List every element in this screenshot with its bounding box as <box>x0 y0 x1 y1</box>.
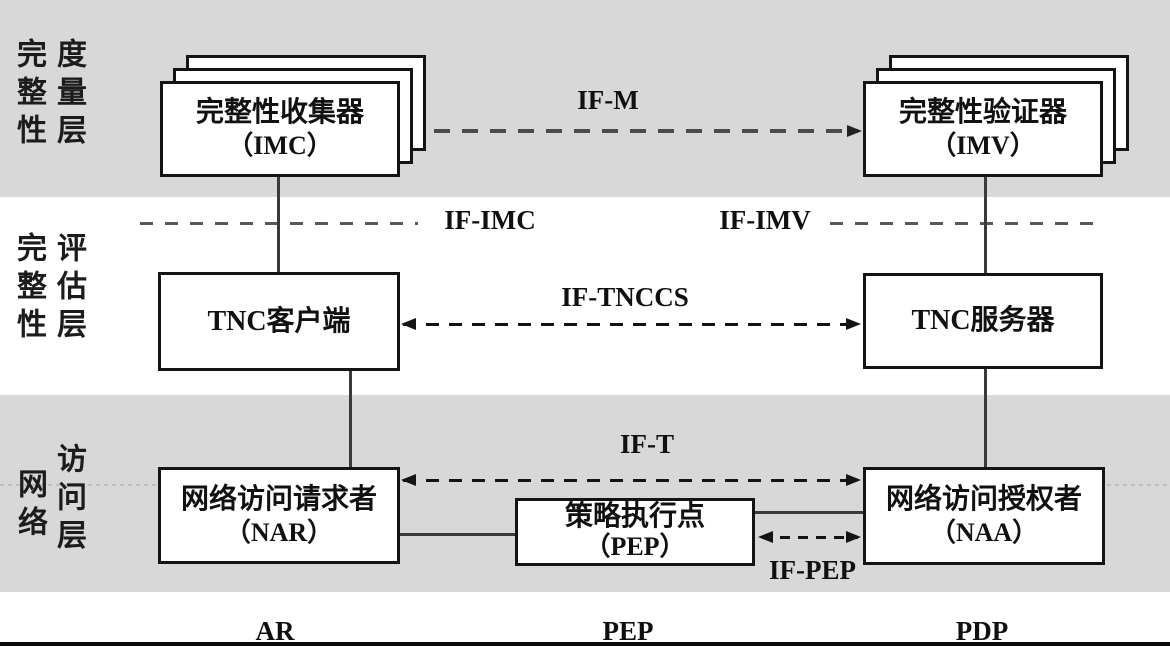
if-pep-arrowhead-right-icon <box>846 531 861 543</box>
if-t-arrowhead-left-icon <box>401 474 416 486</box>
naa-name: 网络访问授权者 <box>885 484 1082 515</box>
if-pep-arrow-line <box>762 536 858 539</box>
if-tnccs-arrowhead-right-icon <box>846 318 861 330</box>
faint-dotted-line-left <box>0 484 156 486</box>
if-imv-label: IF-IMV <box>719 205 811 235</box>
footer-pdp-label: PDP <box>955 616 1009 646</box>
if-t-arrow-line <box>403 479 859 482</box>
if-imc-label: IF-IMC <box>444 205 536 235</box>
imv-to-tnc-server-line <box>984 177 987 273</box>
layer3-label-col1: 网络 <box>13 468 46 544</box>
if-pep-label: IF-PEP <box>769 555 856 585</box>
imv-abbr: （IMV） <box>930 131 1036 160</box>
if-tnccs-arrow-line <box>403 323 859 326</box>
imv-box: 完整性验证器 （IMV） <box>863 81 1103 177</box>
if-m-label: IF-M <box>577 85 639 115</box>
tnc-client-box: TNC客户端 <box>158 272 400 371</box>
bottom-border-line <box>0 642 1170 646</box>
if-tnccs-arrowhead-left-icon <box>401 318 416 330</box>
imc-abbr: （IMC） <box>227 131 333 160</box>
footer-pep-label: PEP <box>602 616 654 646</box>
pep-to-naa-line <box>754 511 864 514</box>
tnc-client-name: TNC客户端 <box>207 305 351 337</box>
if-tnccs-label: IF-TNCCS <box>561 282 689 312</box>
footer-ar-label: AR <box>255 616 295 646</box>
layer2-label-col1: 完整性 <box>12 232 45 346</box>
if-t-arrowhead-right-icon <box>846 474 861 486</box>
if-pep-arrowhead-left-icon <box>758 531 773 543</box>
tnc-client-to-nar-line <box>349 371 352 467</box>
if-m-arrowhead-right-icon <box>847 125 862 137</box>
naa-abbr: （NAA） <box>929 518 1039 547</box>
imc-name: 完整性收集器 <box>195 97 364 128</box>
layer1-label-col2: 度量层 <box>52 38 85 152</box>
layer1-label-col1: 完整性 <box>12 38 45 152</box>
imv-name: 完整性验证器 <box>898 97 1067 128</box>
pep-name: 策略执行点 <box>564 501 705 532</box>
layer2-label-col2: 评估层 <box>52 232 85 346</box>
nar-name: 网络访问请求者 <box>180 483 377 515</box>
nar-abbr: （NAR） <box>224 517 334 547</box>
imc-box: 完整性收集器 （IMC） <box>160 81 400 177</box>
naa-box: 网络访问授权者 （NAA） <box>863 467 1105 565</box>
tnc-server-to-naa-line <box>984 369 987 467</box>
faint-dotted-line-right <box>1107 484 1170 486</box>
pep-abbr: （PEP） <box>584 532 686 561</box>
layer-boundary-dash-right <box>830 222 1104 225</box>
tnc-server-box: TNC服务器 <box>863 273 1103 369</box>
pep-box: 策略执行点 （PEP） <box>515 498 755 566</box>
nar-box: 网络访问请求者 （NAR） <box>158 467 400 564</box>
layer3-label-col2: 访问层 <box>52 443 85 557</box>
nar-to-pep-line <box>399 533 516 536</box>
if-t-label: IF-T <box>620 429 674 459</box>
imc-to-tnc-client-line <box>277 177 280 272</box>
if-m-arrow-line <box>406 129 858 133</box>
tnc-server-name: TNC服务器 <box>911 305 1055 336</box>
